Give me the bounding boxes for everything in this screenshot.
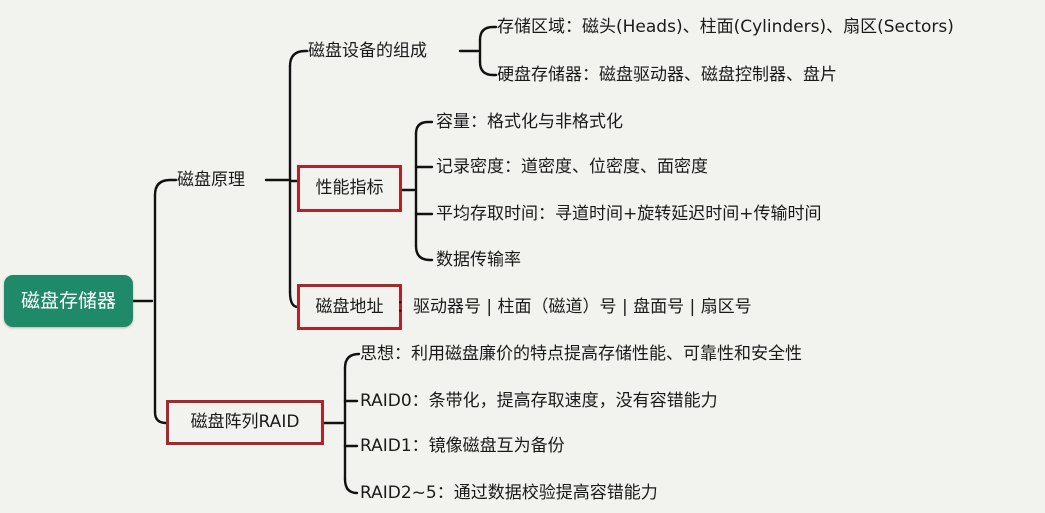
- leaf-recording-density-text: 记录密度：道密度、位密度、面密度: [436, 157, 708, 177]
- leaf-recording-density[interactable]: 记录密度：道密度、位密度、面密度: [436, 156, 708, 178]
- leaf-capacity-text: 容量：格式化与非格式化: [436, 112, 623, 132]
- node-device-composition-label: 磁盘设备的组成: [308, 41, 427, 61]
- leaf-average-access-time-text: 平均存取时间：寻道时间+旋转延迟时间+传输时间: [436, 204, 822, 224]
- root-label: 磁盘存储器: [20, 290, 116, 312]
- leaf-average-access-time[interactable]: 平均存取时间：寻道时间+旋转延迟时间+传输时间: [436, 203, 822, 225]
- leaf-raid0[interactable]: RAID0：条带化，提高存取速度，没有容错能力: [360, 390, 718, 412]
- leaf-raid1[interactable]: RAID1：镜像磁盘互为备份: [360, 435, 565, 457]
- leaf-hard-disk-storage-text: 硬盘存储器：磁盘驱动器、磁盘控制器、盘片: [497, 65, 837, 85]
- leaf-data-transfer-rate-text: 数据传输率: [436, 250, 521, 270]
- connector-composition-item-1: [478, 25, 498, 42]
- leaf-capacity[interactable]: 容量：格式化与非格式化: [436, 111, 623, 133]
- leaf-raid-idea[interactable]: 思想：利用磁盘廉价的特点提高存储性能、可靠性和安全性: [360, 343, 802, 365]
- node-raid-label: 磁盘阵列RAID: [190, 412, 300, 432]
- connector-composition-item-2: [478, 60, 498, 77]
- leaf-raid1-text: RAID1：镜像磁盘互为备份: [360, 436, 565, 456]
- leaf-disk-address-format[interactable]: ：驱动器号 | 柱面（磁道）号 | 盘面号 | 扇区号: [396, 296, 752, 318]
- leaf-disk-address-format-text: ：驱动器号 | 柱面（磁道）号 | 盘面号 | 扇区号: [396, 297, 752, 317]
- connector-performance-item-4: [414, 244, 434, 262]
- connector-performance-item-1: [414, 120, 434, 136]
- connector-principle-to-address: [288, 290, 300, 309]
- node-raid[interactable]: 磁盘阵列RAID: [166, 400, 324, 445]
- leaf-raid0-text: RAID0：条带化，提高存取速度，没有容错能力: [360, 391, 718, 411]
- connector-raid-item-4: [343, 477, 359, 495]
- connector-raid-item-1: [343, 352, 361, 370]
- node-performance-metrics-label: 性能指标: [315, 178, 384, 198]
- connector-root-spine: [131, 193, 157, 414]
- connector-principle-to-composition: [288, 49, 309, 68]
- leaf-data-transfer-rate[interactable]: 数据传输率: [436, 249, 521, 271]
- node-disk-principle[interactable]: 磁盘原理: [177, 169, 245, 191]
- connector-root-to-raid: [153, 410, 168, 425]
- leaf-raid2-5[interactable]: RAID2~5：通过数据校验提高容错能力: [360, 482, 658, 504]
- node-performance-metrics[interactable]: 性能指标: [297, 165, 402, 212]
- leaf-raid-idea-text: 思想：利用磁盘廉价的特点提高存储性能、可靠性和安全性: [360, 344, 802, 364]
- leaf-storage-area[interactable]: 存储区域：磁头(Heads)、柱面(Cylinders)、扇区(Sectors): [497, 16, 954, 38]
- node-device-composition[interactable]: 磁盘设备的组成: [308, 40, 427, 62]
- node-disk-address-label: 磁盘地址: [315, 297, 384, 317]
- leaf-raid2-5-text: RAID2~5：通过数据校验提高容错能力: [360, 483, 658, 503]
- node-disk-address[interactable]: 磁盘地址: [297, 284, 402, 330]
- connector-root-to-principle: [153, 178, 178, 197]
- leaf-storage-area-text: 存储区域：磁头(Heads)、柱面(Cylinders)、扇区(Sectors): [497, 17, 954, 37]
- node-disk-principle-label: 磁盘原理: [177, 170, 245, 190]
- leaf-hard-disk-storage[interactable]: 硬盘存储器：磁盘驱动器、磁盘控制器、盘片: [497, 64, 837, 86]
- root-node[interactable]: 磁盘存储器: [4, 275, 133, 327]
